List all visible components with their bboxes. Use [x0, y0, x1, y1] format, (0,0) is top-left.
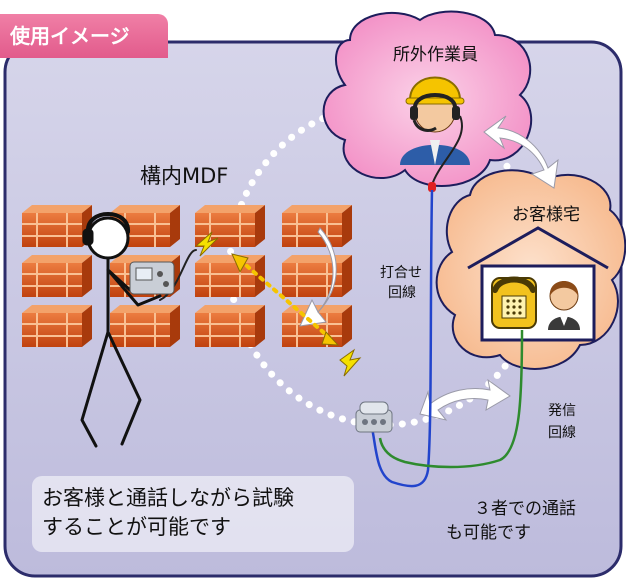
handheld-tester-icon [129, 261, 175, 295]
test-signal-path [231, 253, 340, 346]
meeting-line-label-1: 打合せ [380, 265, 422, 281]
technician-icon [80, 212, 197, 448]
call-line-label-1: 発信 [548, 403, 576, 419]
call-line-label-2: 回線 [548, 425, 576, 441]
remote-worker-icon [400, 76, 470, 192]
note-text: お客様と通話しながら試験 することが可能です [42, 484, 294, 542]
remote-worker-label: 所外作業員 [393, 45, 478, 65]
usage-image-tag: 使用イメージ [0, 14, 168, 58]
tester-phone-icon [355, 401, 393, 433]
customer-icon [548, 281, 580, 330]
meeting-line [370, 189, 434, 488]
meeting-line-label-2: 回線 [388, 285, 416, 301]
three-party-line-2: も可能です [446, 523, 531, 543]
note-box [32, 476, 354, 552]
connection-arrows [299, 115, 559, 421]
call-line [378, 329, 524, 469]
lightning-icon [339, 348, 362, 377]
telephone-icon [491, 276, 537, 329]
lightning-icon [194, 231, 219, 257]
onsite-mdf-label: 構内MDF [140, 164, 229, 188]
note-line-2: することが可能です [42, 515, 231, 539]
note-line-1: お客様と通話しながら試験 [42, 486, 294, 510]
customer-home-label: お客様宅 [512, 205, 580, 225]
three-party-line-1: ３者での通話 [474, 499, 576, 519]
